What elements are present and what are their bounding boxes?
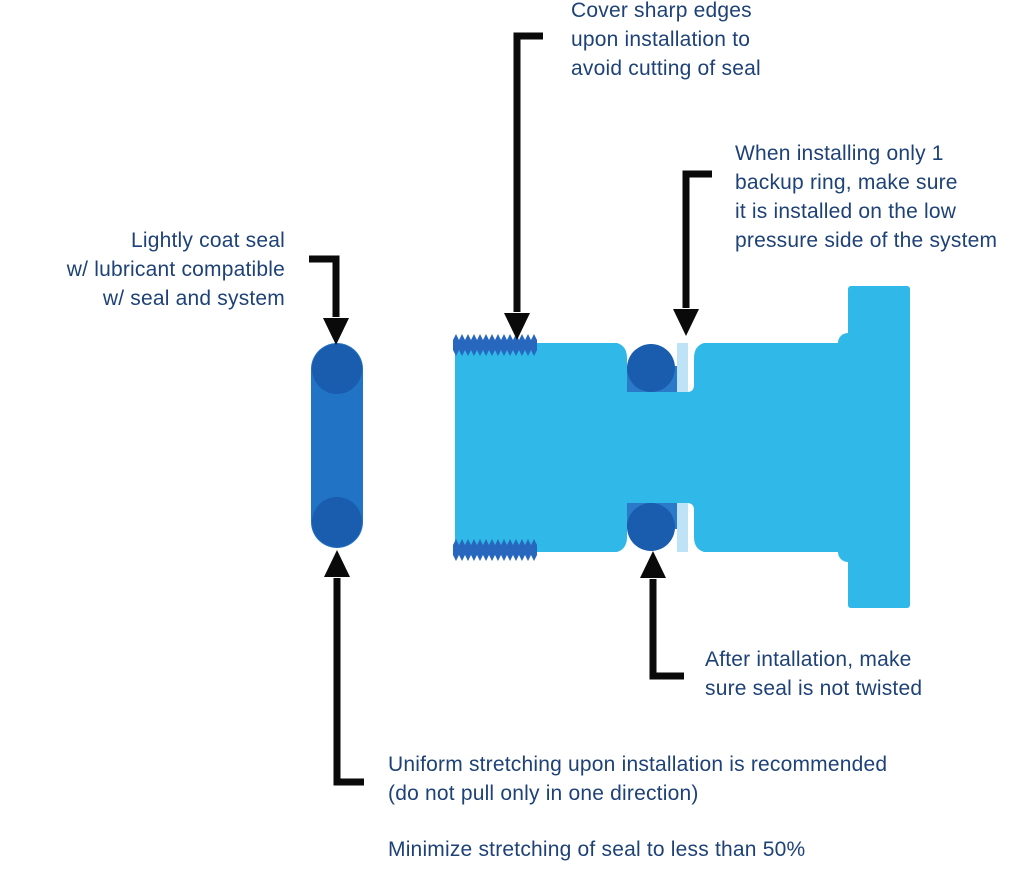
annotation-minimize-stretch: Minimize stretching of seal to less than… [388,838,806,861]
backup-ring-bottom [677,503,688,552]
thread-serration-bottom [453,539,537,561]
oring-end-top [312,344,362,394]
arrowhead-up-icon [640,551,666,578]
annotation-arrows [309,32,712,786]
flange-fillet-bottom [838,552,848,562]
oring-end-bottom [312,497,362,547]
annotation-uniform-stretch: Uniform stretching upon installation is … [388,753,888,805]
thread-serration-top [453,334,537,356]
annotation-lubricate: Lightly coat seal w/ lubricant compatibl… [66,229,285,310]
arrow-cover-sharp-edges [504,32,543,340]
shaft-flange [848,286,910,608]
arrow-backup-ring [673,170,712,336]
arrowhead-down-icon [673,309,699,336]
annotation-not-twisted: After intallation, make sure seal is not… [705,648,923,700]
backup-ring-top [677,343,688,392]
gland-assembly [453,286,910,608]
annotation-backup-ring: When installing only 1 backup ring, make… [735,142,998,252]
annotation-cover-sharp-edges: Cover sharp edges upon installation to a… [571,0,761,80]
arrowhead-up-icon [324,550,350,577]
arrowhead-down-icon [504,313,530,340]
arrow-not-twisted [640,551,684,680]
arrow-uniform-stretch [324,550,364,786]
arrow-lubricate [309,255,349,345]
arrowhead-down-icon [323,318,349,345]
oring-body [311,343,363,548]
oring-loose [311,343,363,548]
oring-cross-section-bottom [627,503,675,551]
oring-cross-section-top [627,344,675,392]
flange-fillet-top [838,333,848,343]
